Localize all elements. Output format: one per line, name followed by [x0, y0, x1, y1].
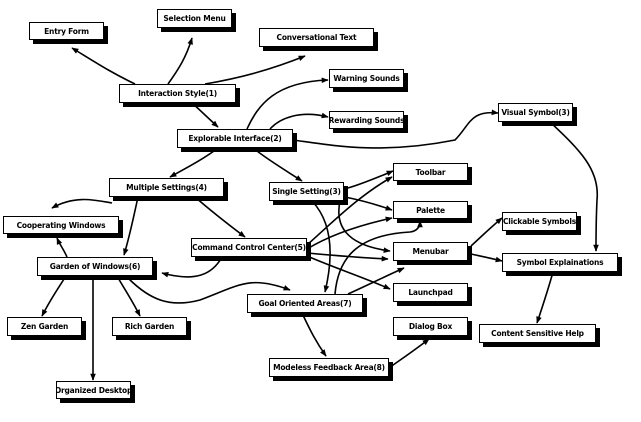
node-label: Dialog Box [408, 322, 453, 331]
node-rich[interactable]: Rich Garden [112, 317, 187, 336]
edge-goal-to-modeless [301, 312, 327, 357]
node-label: Rewarding Sounds [329, 115, 404, 125]
node-label: Multiple Settings(4) [126, 183, 207, 192]
edge-visual-to-symbolexp [549, 121, 599, 252]
node-label: Conversational Text [276, 33, 357, 42]
node-organized[interactable]: Organized Desktop [56, 381, 131, 399]
edge-multiple-to-garden [123, 196, 139, 256]
edge-ccc-to-menubar [306, 252, 389, 262]
edge-explorable-to-warning [246, 77, 329, 130]
node-selection[interactable]: Selection Menu [157, 9, 232, 28]
node-label: Content Sensitive Help [491, 329, 584, 338]
node-label: Selection Menu [163, 14, 226, 23]
edge-interaction-to-selection [167, 37, 193, 85]
edge-ccc-to-garden [161, 256, 223, 278]
edge-interaction-to-conversational [204, 55, 306, 85]
edge-ccc-to-palette [306, 216, 393, 250]
edge-explorable-to-rewarding [269, 112, 329, 130]
node-palette[interactable]: Palette [393, 201, 468, 219]
node-label: Interaction Style(1) [138, 89, 217, 98]
node-symbolexp[interactable]: Symbol Explainations [502, 253, 618, 272]
edge-garden-to-zen [41, 275, 67, 317]
node-label: Toolbar [415, 167, 446, 177]
node-label: Goal Oriented Areas(7) [258, 299, 352, 308]
node-zen[interactable]: Zen Garden [7, 317, 82, 336]
node-modeless[interactable]: Modeless Feedback Area(8) [269, 358, 389, 377]
edge-explorable-to-single [252, 147, 303, 182]
node-label: Symbol Explainations [516, 258, 604, 267]
edge-interaction-to-explorable [191, 102, 219, 128]
node-label: Launchpad [408, 288, 453, 297]
node-label: Clickable Symbols [502, 217, 577, 226]
node-label: Organized Desktop [56, 385, 131, 395]
node-cooperating[interactable]: Cooperating Windows [3, 216, 119, 234]
node-label: Single Setting(3) [272, 187, 341, 196]
edge-interaction-to-entry [71, 47, 136, 85]
edge-garden-to-rich [116, 275, 141, 317]
edge-single-to-palette [344, 196, 393, 211]
node-menubar[interactable]: Menubar [393, 242, 468, 261]
edge-multiple-to-ccc [194, 196, 246, 238]
node-toolbar[interactable]: Toolbar [393, 163, 468, 181]
edge-multiple-to-cooperating [51, 198, 113, 209]
edge-modeless-to-dialog [388, 338, 430, 369]
node-launchpad[interactable]: Launchpad [393, 283, 468, 302]
node-dialog[interactable]: Dialog Box [393, 317, 468, 336]
edge-garden-to-cooperating [56, 237, 68, 258]
node-label: Zen Garden [20, 322, 69, 331]
edge-explorable-to-visual [292, 109, 499, 149]
node-single[interactable]: Single Setting(3) [269, 182, 344, 201]
node-label: Menubar [412, 247, 449, 256]
node-label: Modeless Feedback Area(8) [273, 363, 385, 372]
node-explorable[interactable]: Explorable Interface(2) [177, 129, 293, 148]
edge-ccc-to-launchpad [306, 255, 391, 290]
node-clickable[interactable]: Clickable Symbols [502, 212, 577, 231]
edge-goal-to-palette [334, 220, 423, 295]
node-garden[interactable]: Garden of Windows(6) [37, 257, 153, 276]
node-label: Warning Sounds [333, 74, 400, 83]
node-interaction[interactable]: Interaction Style(1) [119, 84, 236, 103]
node-entry[interactable]: Entry Form [29, 22, 104, 40]
node-goal[interactable]: Goal Oriented Areas(7) [247, 294, 363, 313]
node-visual[interactable]: Visual Symbol(3) [498, 103, 573, 122]
edge-menubar-to-symbolexp [470, 253, 503, 263]
node-label: Explorable Interface(2) [188, 134, 282, 143]
node-label: Palette [416, 205, 445, 215]
node-help[interactable]: Content Sensitive Help [479, 324, 596, 343]
node-label: Command Control Center(5) [192, 243, 306, 252]
edge-single-to-menubar [338, 200, 391, 253]
edge-garden-to-goal [127, 277, 291, 304]
node-warning[interactable]: Warning Sounds [329, 69, 404, 88]
node-label: Entry Form [44, 26, 89, 36]
edge-single-to-toolbar [347, 170, 394, 189]
node-label: Rich Garden [124, 322, 175, 331]
node-label: Cooperating Windows [16, 220, 106, 230]
node-conversational[interactable]: Conversational Text [259, 28, 374, 47]
node-ccc[interactable]: Command Control Center(5) [191, 238, 307, 257]
edge-single-to-goal [311, 200, 331, 293]
edge-goal-to-menubar [347, 267, 405, 295]
node-rewarding[interactable]: Rewarding Sounds [329, 111, 404, 129]
node-label: Garden of Windows(6) [49, 262, 141, 271]
edge-ccc-to-toolbar [306, 176, 393, 246]
edge-explorable-to-multiple [169, 147, 219, 178]
node-multiple[interactable]: Multiple Settings(4) [109, 178, 224, 197]
node-label: Visual Symbol(3) [501, 108, 570, 117]
edge-symbolexp-to-help [536, 271, 554, 324]
edge-menubar-to-clickable [470, 217, 503, 247]
